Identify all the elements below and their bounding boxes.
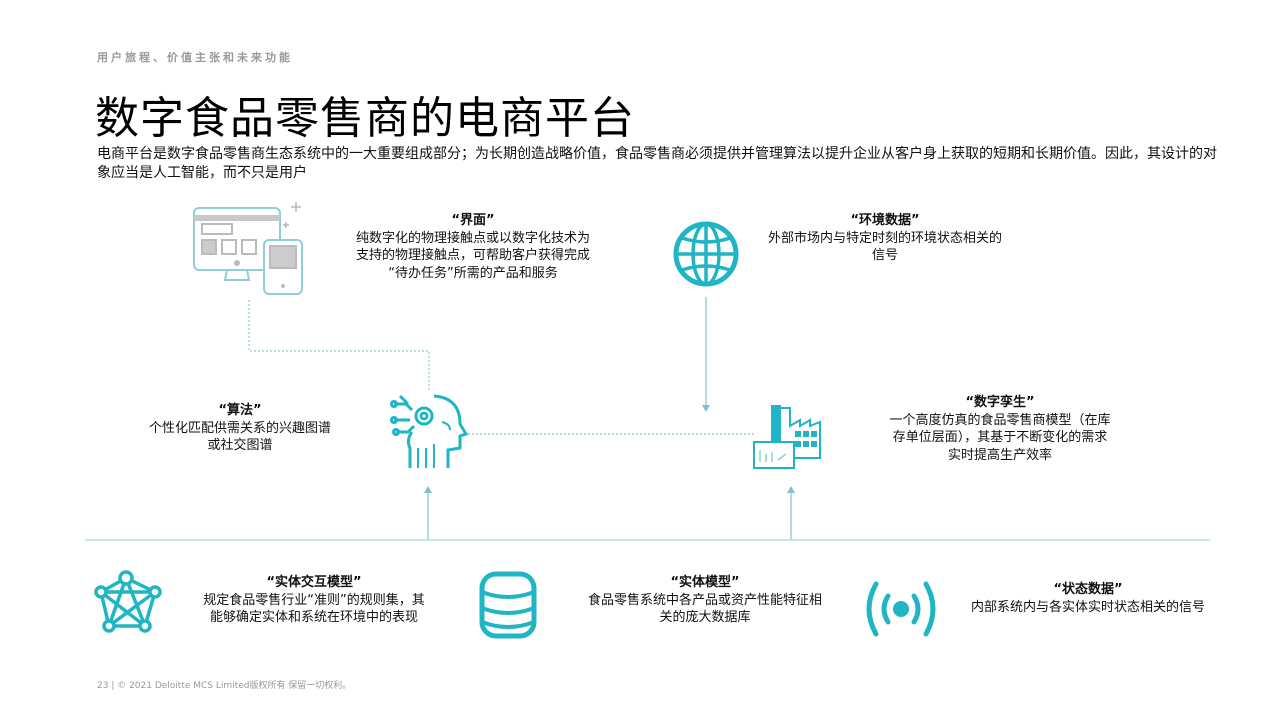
node-algorithm: “算法” 个性化匹配供需关系的兴趣图谱 或社交图谱 xyxy=(140,402,340,455)
node-title: “算法” xyxy=(218,403,262,418)
node-text: 食品零售系统中各产品或资产性能特征相 xyxy=(587,592,822,608)
node-text: 一个高度仿真的食品零售商模型（在库 xyxy=(889,412,1111,428)
node-text: 外部市场内与特定时刻的环境状态相关的 xyxy=(767,230,1002,246)
factory-icon xyxy=(753,405,821,469)
node-title: “界面” xyxy=(451,213,495,228)
node-text: 实时提高生产效率 xyxy=(947,447,1052,463)
dotted-connector-interface xyxy=(248,300,430,392)
devices-icon xyxy=(193,202,303,295)
node-title: “状态数据” xyxy=(1053,582,1123,597)
node-text: 内部系统内与各实体实时状态相关的信号 xyxy=(970,599,1205,615)
node-environment: “环境数据” 外部市场内与特定时刻的环境状态相关的 信号 xyxy=(745,212,1025,265)
globe-icon xyxy=(673,221,739,287)
node-text: 能够确定实体和系统在环境中的表现 xyxy=(209,610,418,625)
page-title: 数字食品零售商的电商平台 xyxy=(95,93,635,144)
arrow-head-up xyxy=(787,486,795,493)
arrow-head-down xyxy=(702,405,710,412)
node-interface: “界面” 纯数字化的物理接触点或以数字化技术为 支持的物理接触点，可帮助客户获得… xyxy=(333,212,613,282)
arrow-head-up xyxy=(424,486,432,493)
node-entity-model: “实体模型” 食品零售系统中各产品或资产性能特征相 关的庞大数据库 xyxy=(563,574,847,627)
node-title: “环境数据” xyxy=(850,213,920,228)
node-text: 信号 xyxy=(871,248,898,263)
database-icon xyxy=(479,571,537,639)
network-icon xyxy=(94,570,162,633)
node-text: “待办任务”所需的产品和服务 xyxy=(388,265,558,281)
node-text: 关的庞大数据库 xyxy=(659,610,751,625)
node-title: “实体模型” xyxy=(670,575,740,590)
node-text: 存单位层面），其基于不断变化的需求 xyxy=(892,430,1108,445)
node-digital-twin: “数字孪生” 一个高度仿真的食品零售商模型（在库 存单位层面），其基于不断变化的… xyxy=(858,394,1142,464)
section-kicker: 用户旅程、价值主张和未来功能 xyxy=(97,51,293,64)
signal-icon xyxy=(866,581,936,637)
node-title: “数字孪生” xyxy=(965,395,1035,410)
node-text: 纯数字化的物理接触点或以数字化技术为 xyxy=(355,230,590,246)
node-title: “实体交互模型” xyxy=(266,575,362,590)
node-text: 支持的物理接触点，可帮助客户获得完成 xyxy=(355,248,590,263)
node-state-data: “状态数据” 内部系统内与各实体实时状态相关的信号 xyxy=(950,581,1226,616)
node-text: 规定食品零售行业“准则”的规则集，其 xyxy=(203,592,425,608)
node-text: 或社交图谱 xyxy=(207,438,273,453)
ai-head-icon xyxy=(390,394,469,468)
page-description: 电商平台是数字食品零售商生态系统中的一大重要组成部分；为长期创造战略价值，食品零… xyxy=(97,146,1217,181)
node-interaction-model: “实体交互模型” 规定食品零售行业“准则”的规则集，其 能够确定实体和系统在环境… xyxy=(173,574,455,627)
node-text: 个性化匹配供需关系的兴趣图谱 xyxy=(148,420,331,436)
footer-copyright: 23 | © 2021 Deloitte MCS Limited版权所有 保留一… xyxy=(97,681,352,691)
